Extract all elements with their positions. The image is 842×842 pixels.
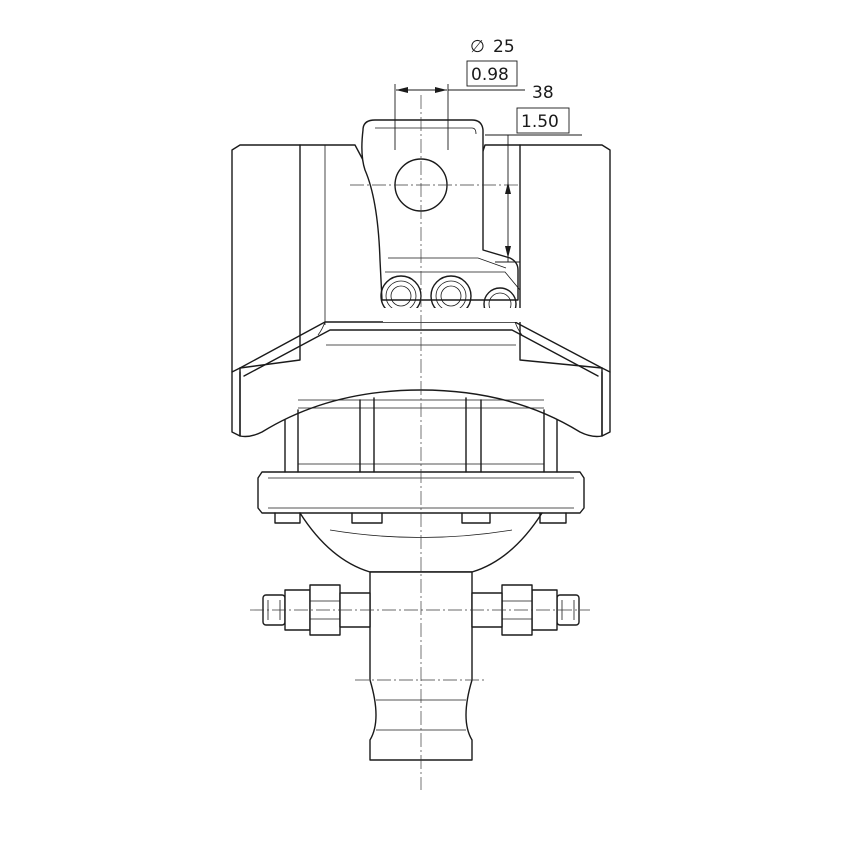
center-lines [250, 95, 590, 790]
depth-inch: 1.50 [521, 112, 559, 132]
mounting-lug [361, 119, 519, 301]
dimension-depth: 38 1.50 [485, 83, 582, 263]
internal-bolts [380, 271, 523, 322]
depth-value: 38 [532, 83, 554, 103]
shaft [369, 571, 473, 761]
diameter-symbol: ∅ [470, 37, 485, 57]
diameter-value: 25 [493, 37, 515, 57]
dimension-diameter: ∅ 25 0.98 [394, 37, 525, 150]
diameter-inch: 0.98 [471, 65, 509, 85]
